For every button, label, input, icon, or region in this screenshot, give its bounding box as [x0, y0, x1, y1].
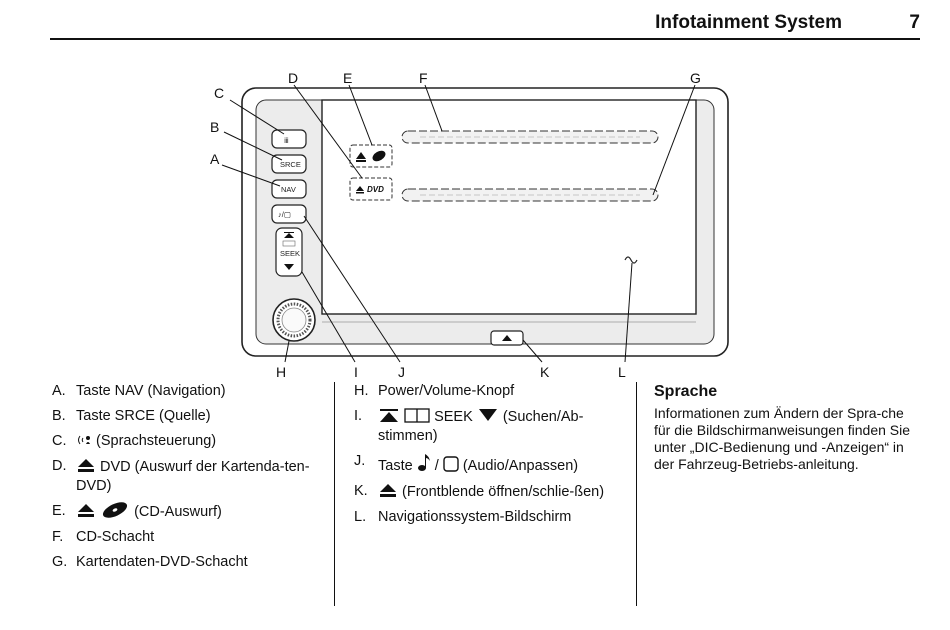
dvd-eject-button[interactable] [349, 177, 393, 201]
legend-text: Taste SRCE (Quelle) [76, 408, 211, 424]
legend-letter: D. [52, 458, 67, 474]
legend-item-f: F. CD-Schacht [52, 528, 320, 547]
eject-icon [78, 459, 94, 472]
cd-disc-icon [372, 150, 386, 162]
legend-item-d: D. DVD (Auswurf der Kartenda-ten-DVD) [52, 457, 320, 496]
seek-up-icon [380, 409, 398, 422]
dvd-logo-icon: DVD [367, 185, 384, 194]
legend-item-i: I. SEEK (Suchen/Ab-stimmen) [354, 407, 622, 446]
legend-left: A. Taste NAV (Navigation) B. Taste SRCE … [52, 382, 320, 578]
legend-letter: B. [52, 408, 66, 424]
seek-down-icon [284, 264, 294, 270]
callout-l: L [618, 364, 626, 380]
infotainment-diagram: DVD ⅲ SRCE NAV ♪/▢ SEEK C B A D E F G H [210, 70, 729, 380]
legend-item-l: L. Navigationssystem-Bildschirm [354, 508, 622, 527]
legend-letter: H. [354, 383, 369, 399]
seek-up-icon [284, 232, 294, 238]
page-number: 7 [909, 12, 920, 33]
nav-button[interactable] [271, 179, 307, 199]
legend-text: (Audio/Anpassen) [462, 458, 579, 474]
seek-label: SEEK [280, 249, 300, 258]
legend-letter: F. [52, 529, 64, 545]
callout-e: E [343, 70, 352, 86]
legend-item-c: C. (Sprachsteuerung) [52, 432, 320, 451]
legend-letter: E. [52, 503, 66, 519]
music-note-icon [417, 454, 430, 471]
legend-text: (Frontblende öffnen/schlie-ßen) [402, 484, 605, 500]
legend-letter: C. [52, 433, 67, 449]
section-text: Informationen zum Ändern der Spra-che fü… [654, 405, 911, 472]
legend-item-j: J. Taste / (Audio/Anpassen) [354, 452, 622, 476]
callout-d: D [288, 70, 298, 86]
note-square-icon: ♪/▢ [278, 210, 291, 219]
legend-item-g: G. Kartendaten-DVD-Schacht [52, 553, 320, 572]
legend-letter: J. [354, 453, 366, 469]
legend-text: (Sprachsteuerung) [96, 433, 217, 449]
legend-text: Kartendaten-DVD-Schacht [76, 554, 248, 570]
callout-j: J [398, 364, 405, 380]
legend-text: (CD-Auswurf) [134, 504, 222, 520]
square-icon [443, 456, 459, 472]
voice-button[interactable] [271, 129, 307, 149]
eject-icon [78, 504, 94, 517]
cd-eject-icon [356, 152, 366, 162]
audio-tune-button[interactable] [271, 204, 307, 224]
legend-item-h: H. Power/Volume-Knopf [354, 382, 622, 401]
cd-eject-button[interactable] [349, 144, 393, 168]
callout-f: F [419, 70, 428, 86]
legend-item-k: K. (Frontblende öffnen/schlie-ßen) [354, 482, 622, 502]
legend-letter: A. [52, 383, 66, 399]
callout-a: A [210, 151, 220, 167]
legend-text: Taste [378, 458, 413, 474]
legend-letter: L. [354, 509, 367, 525]
legend-text: SEEK [434, 409, 473, 425]
screen-mark [624, 256, 638, 264]
header-title: Infotainment System [655, 12, 842, 33]
legend-text: DVD (Auswurf der Kartenda-ten-DVD) [76, 459, 310, 494]
eject-icon [380, 484, 396, 497]
legend-letter: G. [52, 554, 68, 570]
callout-k: K [540, 364, 550, 380]
column-divider-2 [636, 382, 637, 606]
legend-text: Navigationssystem-Bildschirm [378, 509, 572, 525]
legend-letter: K. [354, 483, 368, 499]
legend-text: / [434, 458, 439, 474]
legend-middle: H. Power/Volume-Knopf I. SEEK (Suchen/Ab… [354, 382, 622, 533]
callout-g: G [690, 70, 701, 86]
callout-h: H [276, 364, 286, 380]
srce-button-label: SRCE [280, 160, 301, 169]
legend-letter: I. [354, 408, 363, 424]
dvd-eject-icon [356, 186, 364, 194]
legend-item-b: B. Taste SRCE (Quelle) [52, 407, 320, 426]
sprache-section: Sprache Informationen zum Ändern der Spr… [654, 382, 924, 473]
seek-down-icon [478, 409, 497, 421]
section-title: Sprache [654, 383, 718, 400]
legend-text: (Suchen/Ab-stimmen) [378, 409, 584, 444]
faceplate-eject-icon [502, 335, 512, 341]
legend-text: Taste NAV (Navigation) [76, 383, 226, 399]
voice-icon: ⅲ [284, 136, 289, 145]
cd-icon [102, 502, 128, 518]
nav-button-label: NAV [281, 185, 296, 194]
seek-button[interactable] [275, 227, 303, 277]
column-divider-1 [334, 382, 335, 606]
split-square-icon [404, 408, 430, 423]
callout-b: B [210, 119, 219, 135]
header-rule [50, 38, 920, 40]
legend-text: CD-Schacht [76, 529, 155, 545]
legend-item-a: A. Taste NAV (Navigation) [52, 382, 320, 401]
voice-icon [78, 435, 90, 445]
legend-text: Power/Volume-Knopf [378, 383, 515, 399]
callout-i: I [354, 364, 358, 380]
legend-item-e: E. (CD-Auswurf) [52, 502, 320, 522]
callout-c: C [214, 85, 224, 101]
